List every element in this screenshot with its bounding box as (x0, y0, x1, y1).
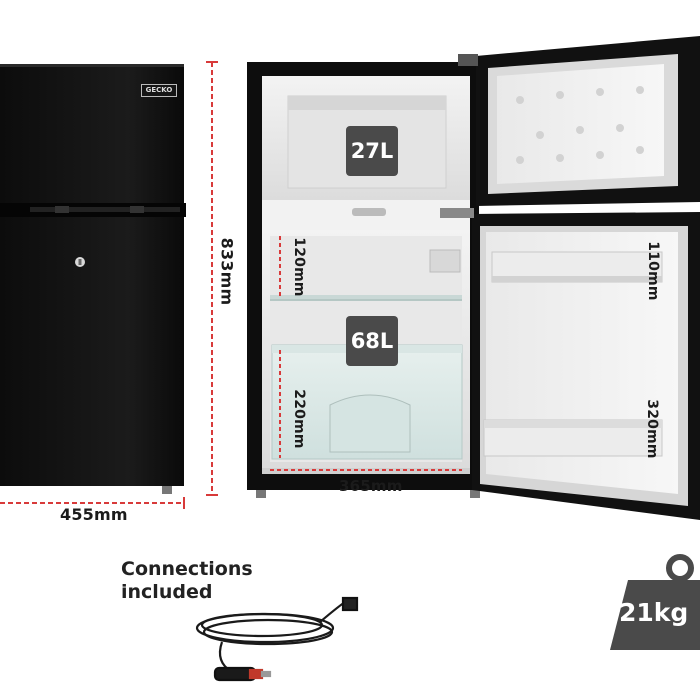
fridge-door (440, 54, 700, 520)
freezer-capacity-badge: 27L (346, 126, 398, 176)
height-label: 833mm (217, 237, 237, 306)
closed-fridge (0, 64, 186, 494)
height-measure (206, 61, 218, 496)
connections-line-2: included (121, 581, 213, 603)
car-power-cable-icon (195, 596, 359, 682)
weight-icon (610, 554, 700, 650)
interior-width-label: 365mm (339, 477, 403, 495)
connections-line-1: Connections (121, 558, 253, 580)
door-bottom-label: 320mm (644, 399, 660, 459)
width-measure (0, 497, 185, 509)
fridge-capacity-label: 68L (350, 329, 394, 353)
freezer-door (476, 36, 700, 206)
brand-logo: GECKO (141, 84, 177, 97)
crisper-label: 220mm (291, 389, 307, 449)
door-top-label: 110mm (645, 241, 661, 301)
fridge-capacity-badge: 68L (346, 316, 398, 366)
shelf-top-label: 120mm (291, 237, 307, 297)
width-label: 455mm (60, 505, 128, 524)
connections-caption: Connections included (121, 558, 301, 604)
weight-label: 21kg (619, 598, 689, 627)
lock-icon (75, 257, 85, 267)
freezer-capacity-label: 27L (350, 139, 394, 163)
